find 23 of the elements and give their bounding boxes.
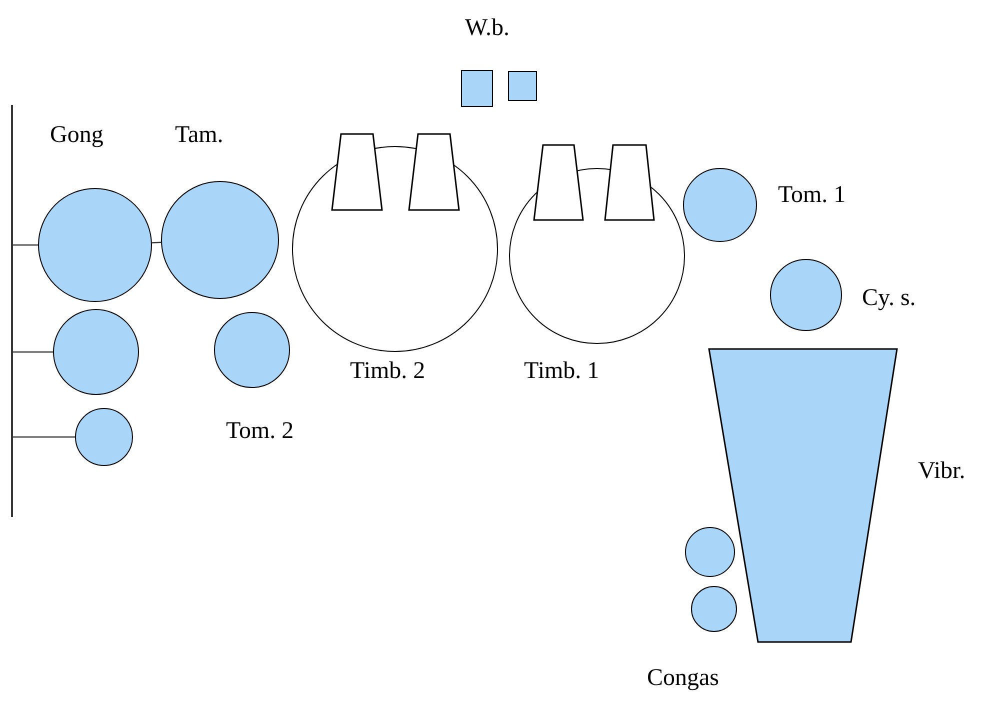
instrument-label: Timb. 2 [350,357,426,385]
trapezoid-shape [408,133,460,211]
trapezoid-shape [331,133,383,211]
instrument-label: Timb. 1 [524,357,600,385]
connector-line [12,436,75,438]
instrument-label: W.b. [465,14,510,42]
drum-circle [691,586,737,632]
instrument-label: Cy. s. [862,284,916,312]
instrument-label: Congas [647,664,719,692]
trapezoid-shape [604,144,655,221]
trapezoid-shape [533,144,584,221]
trapezoid-shape [708,348,898,643]
block-square [461,70,493,107]
instrument-label: Tam. [175,121,224,149]
block-square [508,71,537,101]
instrument-label: Vibr. [918,457,966,485]
connector-line [152,242,162,244]
instrument-label: Tom. 1 [778,181,846,209]
drum-circle [685,527,735,577]
instrument-label: Tom. 2 [226,417,294,445]
instrument-label: Gong [50,121,104,149]
connector-line [12,244,38,246]
connector-line [12,351,53,353]
